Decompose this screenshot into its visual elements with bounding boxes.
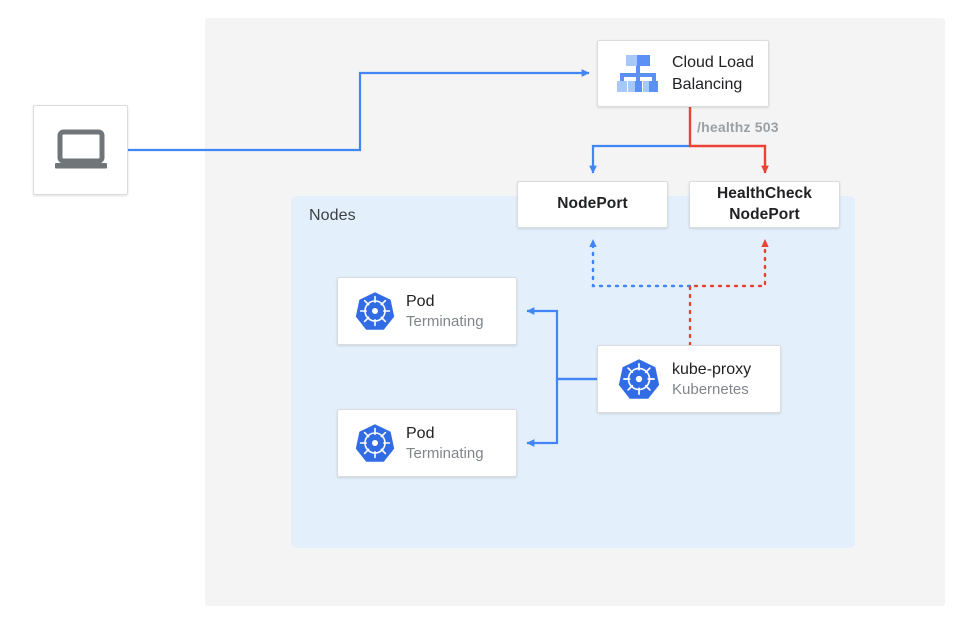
kubernetes-icon: [344, 291, 406, 331]
healthcheck-nodeport-label-line2: NodePort: [729, 205, 800, 223]
cloud-load-balancing-title-line2: Balancing: [672, 75, 743, 93]
healthcheck-nodeport-node[interactable]: HealthCheck NodePort: [689, 181, 840, 228]
pod-1-title: Pod: [406, 292, 435, 310]
pod-node-2[interactable]: Pod Terminating: [337, 409, 517, 477]
healthcheck-nodeport-label-line1: HealthCheck: [717, 185, 812, 203]
healthz-503-label: /healthz 503: [697, 119, 779, 135]
cloud-load-balancing-title: Cloud Load: [672, 54, 754, 72]
pod-1-labels: Pod Terminating: [406, 291, 484, 332]
healthcheck-nodeport-labels: HealthCheck NodePort: [717, 184, 812, 225]
nodeport-label: NodePort: [557, 195, 628, 213]
cloud-load-balancing-node[interactable]: Cloud Load Balancing: [597, 40, 769, 107]
cloud-load-balancing-icon: [606, 52, 670, 96]
kube-proxy-labels: kube-proxy Kubernetes: [672, 359, 751, 400]
nodeport-node[interactable]: NodePort: [517, 181, 668, 228]
cloud-load-balancing-labels: Cloud Load Balancing: [672, 52, 754, 94]
kubernetes-icon: [344, 423, 406, 463]
kube-proxy-node[interactable]: kube-proxy Kubernetes: [597, 345, 781, 413]
pod-node-1[interactable]: Pod Terminating: [337, 277, 517, 345]
nodes-panel-label: Nodes: [309, 207, 356, 224]
pod-1-status: Terminating: [406, 312, 484, 330]
pod-2-labels: Pod Terminating: [406, 423, 484, 464]
laptop-icon: [53, 128, 109, 172]
pod-2-title: Pod: [406, 424, 435, 442]
kubernetes-icon: [606, 358, 672, 400]
pod-2-status: Terminating: [406, 444, 484, 462]
kube-proxy-title: kube-proxy: [672, 360, 752, 378]
client-device-node[interactable]: [33, 105, 128, 195]
kube-proxy-subtitle: Kubernetes: [672, 380, 749, 398]
